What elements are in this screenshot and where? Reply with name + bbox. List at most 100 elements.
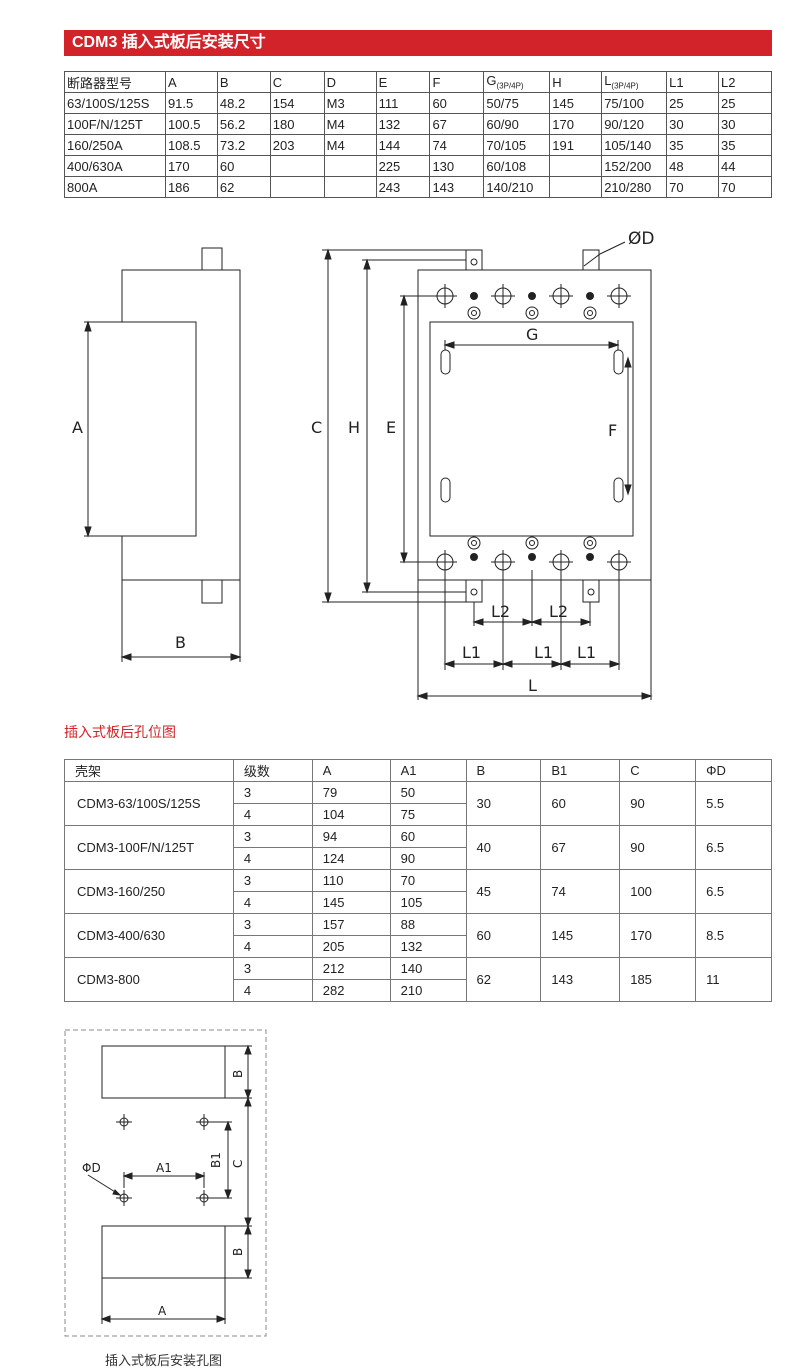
terminal-hole <box>470 258 478 266</box>
table-cell <box>323 155 377 177</box>
header-cell: L2 <box>718 71 772 93</box>
table-cell: 75/100 <box>601 92 668 114</box>
table-cell: 143 <box>540 957 621 1002</box>
table-cell: 145 <box>311 891 391 914</box>
dim-label-a: A <box>158 1304 167 1318</box>
table-cell: 3 <box>232 869 313 892</box>
mounting-hole-caption: 插入式板后安装孔图 <box>105 1353 223 1368</box>
table-cell: 105 <box>389 891 467 914</box>
dim-label-l1: L1 <box>534 643 553 662</box>
dim-label-l2: L2 <box>549 602 568 621</box>
table-cell: 56.2 <box>216 113 271 135</box>
mounting-dimension-drawing: A B ØD <box>72 230 654 700</box>
table-cell: 35 <box>718 134 772 156</box>
header-cell: B <box>216 71 271 93</box>
table-cell: 90 <box>619 825 697 870</box>
dim-arrows <box>120 653 242 661</box>
table-cell: 11 <box>695 957 772 1002</box>
table-cell: 90/120 <box>601 113 668 135</box>
table-header-row: 断路器型号 A B C D E F G(3P/4P) H L(3P/4P) L1… <box>64 71 772 93</box>
table-cell <box>549 176 603 198</box>
side-view: A B <box>72 247 242 662</box>
section-title-banner: CDM3 插入式板后安装尺寸 <box>64 30 772 56</box>
table-cell: 75 <box>389 803 467 826</box>
dim-label-a: A <box>72 418 83 437</box>
dim-label-l: L <box>528 676 537 695</box>
table-cell: 3 <box>232 781 313 804</box>
table-cell: 210 <box>389 979 467 1002</box>
hole-diagram-caption: 插入式板后孔位图 <box>64 724 176 740</box>
mount-hole <box>116 1190 132 1206</box>
inner-panel <box>429 321 634 537</box>
table-cell: 8.5 <box>695 913 772 958</box>
dim-label-c: C <box>311 418 322 437</box>
dim-label-od: ØD <box>628 230 654 249</box>
table-cell: 180 <box>269 113 325 135</box>
table-cell: 170 <box>549 113 603 135</box>
table-cell: 170 <box>164 155 218 177</box>
table-cell: 90 <box>389 847 467 870</box>
table-cell: 62 <box>216 176 271 198</box>
dimension-table: 断路器型号 A B C D E F G(3P/4P) H L(3P/4P) L1… <box>64 71 772 198</box>
table-cell: 143 <box>429 176 485 198</box>
table-cell: CDM3-160/250 <box>64 869 234 914</box>
table-cell: 73.2 <box>216 134 271 156</box>
header-cell: C <box>269 71 325 93</box>
table-cell: 400/630A <box>64 155 166 177</box>
table-cell: 60 <box>389 825 467 848</box>
table-cell: 35 <box>666 134 719 156</box>
terminal-hole <box>470 588 478 596</box>
table-cell: 145 <box>549 92 603 114</box>
table-cell: 4 <box>232 803 313 826</box>
header-cell: ΦD <box>695 759 772 782</box>
table-cell: 6.5 <box>695 825 772 870</box>
header-cell: 壳架 <box>64 759 234 782</box>
bottom-terminal-left <box>465 579 483 603</box>
dim-label-f: F <box>608 421 617 440</box>
table-cell: 70 <box>666 176 719 198</box>
slot-hole <box>440 477 451 503</box>
table-cell: 154 <box>269 92 325 114</box>
slot-hole <box>613 477 624 503</box>
dim-label-l2: L2 <box>491 602 510 621</box>
dim-label-l1: L1 <box>577 643 596 662</box>
table-cell: 212 <box>311 957 391 980</box>
table-cell: 4 <box>232 891 313 914</box>
header-cell: 级数 <box>232 759 313 782</box>
table-cell: 25 <box>666 92 719 114</box>
table-cell: 60 <box>429 92 485 114</box>
table-cell <box>323 176 377 198</box>
header-cell: G(3P/4P) <box>483 71 551 93</box>
table-cell: 50/75 <box>483 92 551 114</box>
table-cell: 111 <box>375 92 431 114</box>
table-cell: 104 <box>311 803 391 826</box>
table-cell: 60/90 <box>483 113 551 135</box>
table-cell: 140 <box>389 957 467 980</box>
table-cell: 186 <box>164 176 218 198</box>
table-cell: 90 <box>619 781 697 826</box>
table-cell: 105/140 <box>601 134 668 156</box>
table-header-row: 壳架 级数 A A1 B B1 C ΦD <box>64 759 772 782</box>
breaker-outline-bottom <box>101 1225 226 1279</box>
dim-label-c: C <box>231 1160 245 1168</box>
header-cell: 断路器型号 <box>64 71 166 93</box>
table-cell: M3 <box>323 92 377 114</box>
mount-hole <box>196 1190 212 1206</box>
table-cell: CDM3-800 <box>64 957 234 1002</box>
terminal-hole <box>587 588 595 596</box>
dim-label-h: H <box>348 418 360 437</box>
side-terminal-top <box>201 247 223 271</box>
dim-label-b-bottom: B <box>231 1248 245 1256</box>
table-cell: CDM3-400/630 <box>64 913 234 958</box>
table-cell: 243 <box>375 176 431 198</box>
dim-label-d: ΦD <box>82 1161 101 1175</box>
